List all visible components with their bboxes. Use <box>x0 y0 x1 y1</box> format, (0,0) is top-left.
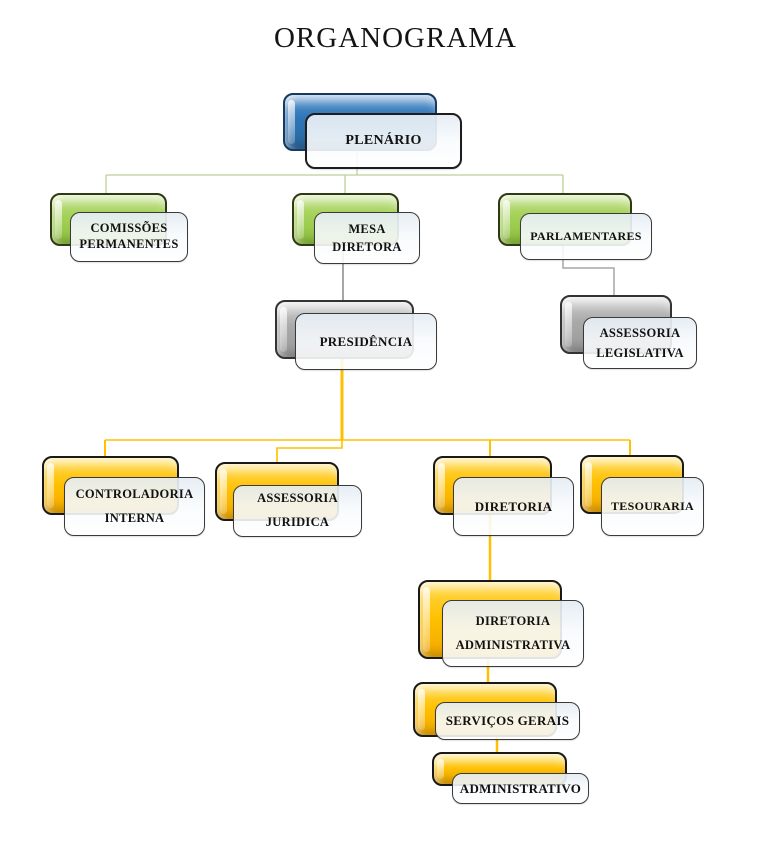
connector-parlamentares-assessoria <box>562 244 615 300</box>
connector-drop-juridica <box>276 440 343 466</box>
page-title: ORGANOGRAMA <box>273 22 517 54</box>
